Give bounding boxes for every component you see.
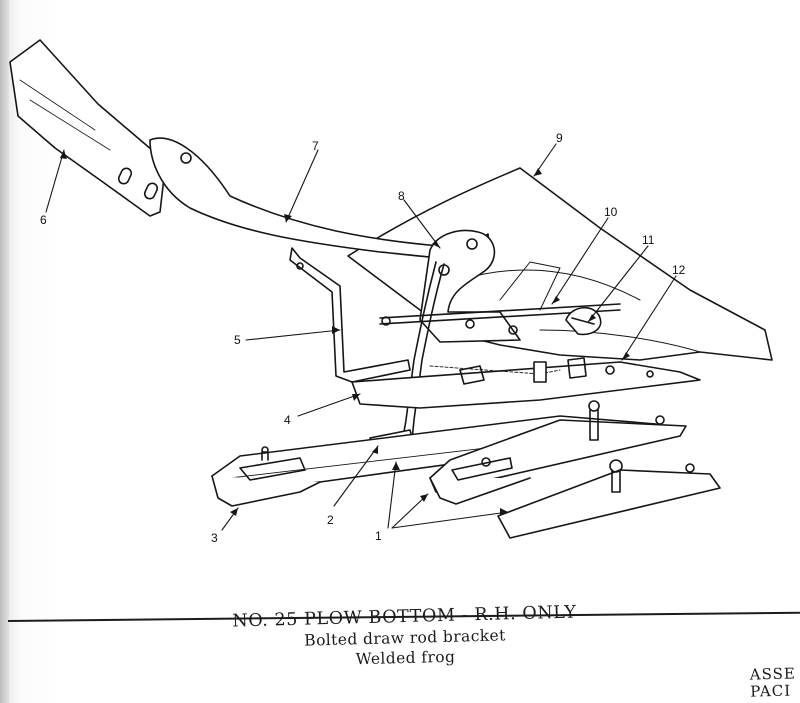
part-shares [429, 400, 721, 539]
leader-6 [45, 149, 65, 213]
leader-4 [297, 393, 361, 417]
callout-7: 7 [312, 139, 319, 153]
leader-1a [391, 493, 429, 529]
leader-5 [245, 329, 341, 341]
callout-1: 1 [375, 529, 382, 543]
leader-arrowheads [60, 150, 630, 516]
cropped-corner-text: ASSE PACI [749, 664, 797, 701]
figure-caption: NO. 25 PLOW BOTTOM - R.H. ONLY Bolted dr… [179, 600, 630, 674]
callout-4: 4 [284, 413, 291, 427]
callout-11: 11 [642, 233, 655, 247]
callout-numbers: 1 2 3 4 5 6 7 8 9 10 11 12 [40, 131, 686, 545]
leader-1c [387, 461, 397, 529]
leader-12 [621, 275, 677, 361]
leader-7 [285, 149, 319, 223]
callout-6: 6 [40, 213, 47, 227]
part-frog-base [351, 357, 701, 409]
leader-11 [587, 245, 649, 323]
plow-bottom-exploded-drawing: 1 2 3 4 5 6 7 8 9 10 11 12 [9, 39, 773, 545]
part-moldboard [347, 167, 773, 361]
leader-10 [551, 217, 609, 305]
part-draw-rod-bracket [289, 247, 411, 383]
callout-5: 5 [234, 333, 241, 347]
part-beam [9, 39, 167, 217]
callout-2: 2 [327, 513, 334, 527]
corner-line-2: PACI [749, 681, 792, 701]
callout-9: 9 [556, 131, 563, 145]
callout-12: 12 [672, 263, 686, 277]
callout-10: 10 [604, 205, 618, 219]
book-gutter-shadow [0, 0, 9, 703]
leader-1b [391, 511, 509, 529]
callout-3: 3 [211, 531, 218, 545]
leader-lines [45, 143, 677, 531]
leader-2 [333, 445, 379, 507]
callout-8: 8 [398, 189, 405, 203]
leader-8 [403, 199, 441, 249]
